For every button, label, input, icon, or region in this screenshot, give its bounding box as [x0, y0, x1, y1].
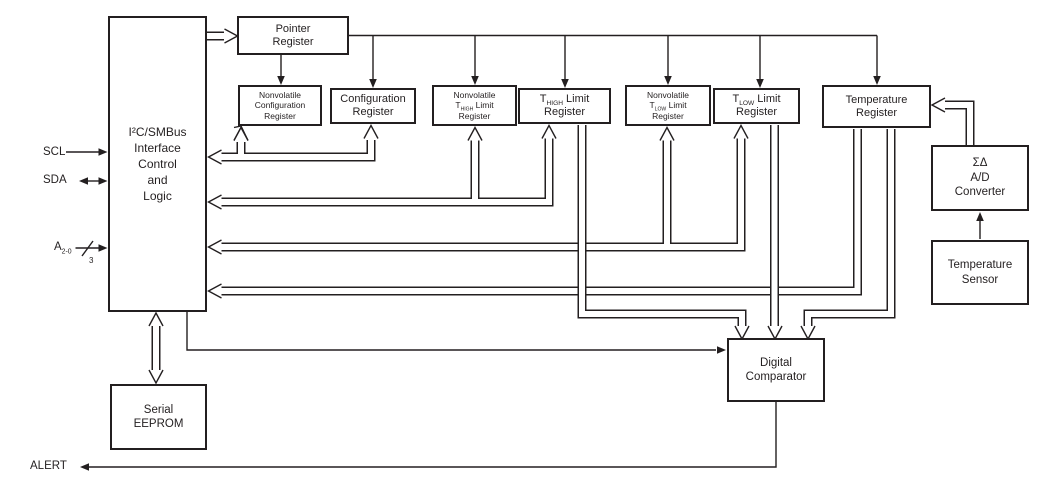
- block-label-line: Temperature: [845, 93, 908, 106]
- block-label-line: Register: [272, 35, 314, 48]
- solid-arrowheads: [79, 76, 984, 471]
- block-label-line: Configuration: [340, 93, 406, 105]
- block-i2c-interface: I²C/SMBus Interface Control and Logic: [108, 16, 207, 312]
- block-label-line: Nonvolatile: [258, 89, 302, 100]
- block-nonvolatile-tlow-limit-register: Nonvolatile TLOW Limit Register: [625, 85, 711, 126]
- block-digital-comparator: Digital Comparator: [727, 338, 825, 402]
- block-label-line: Register: [352, 106, 394, 118]
- block-temperature-register: Temperature Register: [822, 85, 931, 128]
- block-label-line: Register: [264, 110, 296, 121]
- block-label-line: Control: [138, 157, 177, 171]
- block-ad-converter: ΣΔ A/D Converter: [931, 145, 1029, 211]
- block-label-line: Configuration: [254, 100, 306, 111]
- block-label-line: Register: [652, 110, 684, 121]
- block-label-line: TLOW Limit: [732, 93, 781, 108]
- pin-label-sda: SDA: [43, 174, 67, 186]
- pin-label-scl: SCL: [43, 146, 66, 158]
- pin-label-address: A2-0: [54, 241, 72, 256]
- block-label-line: Temperature: [947, 259, 1013, 271]
- signal-wires: [66, 34, 981, 468]
- block-label-line: and: [147, 173, 168, 187]
- block-temperature-sensor: Temperature Sensor: [931, 240, 1029, 305]
- block-label-line: Digital: [760, 356, 792, 369]
- block-label-line: Pointer: [275, 22, 311, 35]
- hollow-arrowheads: [148, 28, 946, 385]
- block-label-line: I²C/SMBus: [128, 125, 187, 139]
- block-label-line: EEPROM: [133, 418, 184, 430]
- bus-wires: [151, 31, 975, 370]
- block-nonvolatile-configuration-register: Nonvolatile Configuration Register: [238, 85, 322, 126]
- block-label-line: Comparator: [745, 371, 807, 383]
- block-tlow-limit-register: TLOW Limit Register: [713, 88, 800, 124]
- block-label-line: Register: [458, 110, 491, 121]
- pin-label-alert: ALERT: [30, 460, 67, 472]
- block-label-line: Nonvolatile: [453, 89, 496, 100]
- block-label-line: Converter: [954, 186, 1006, 199]
- block-thigh-limit-register: THIGH Limit Register: [518, 88, 611, 124]
- block-label-line: ΣΔ: [972, 157, 988, 170]
- block-label-line: THIGH Limit: [455, 100, 494, 113]
- block-serial-eeprom: Serial EEPROM: [110, 384, 207, 450]
- block-nonvolatile-thigh-limit-register: Nonvolatile THIGH Limit Register: [432, 85, 517, 126]
- block-pointer-register: Pointer Register: [237, 16, 349, 55]
- block-label-line: TLOW Limit: [649, 100, 687, 113]
- block-label-line: Serial: [143, 403, 174, 416]
- block-label-line: THIGH Limit: [539, 93, 590, 108]
- block-configuration-register: Configuration Register: [330, 88, 416, 124]
- block-label-line: Sensor: [961, 273, 999, 286]
- block-label-line: Register: [856, 106, 897, 119]
- block-label-line: Nonvolatile: [646, 89, 690, 100]
- block-label-line: Logic: [143, 189, 172, 203]
- block-label-line: Register: [736, 106, 777, 118]
- block-label-line: A/D: [970, 171, 990, 184]
- block-label-line: Register: [544, 106, 585, 118]
- bus-width-label: 3: [89, 256, 94, 265]
- block-label-line: Interface: [134, 141, 181, 155]
